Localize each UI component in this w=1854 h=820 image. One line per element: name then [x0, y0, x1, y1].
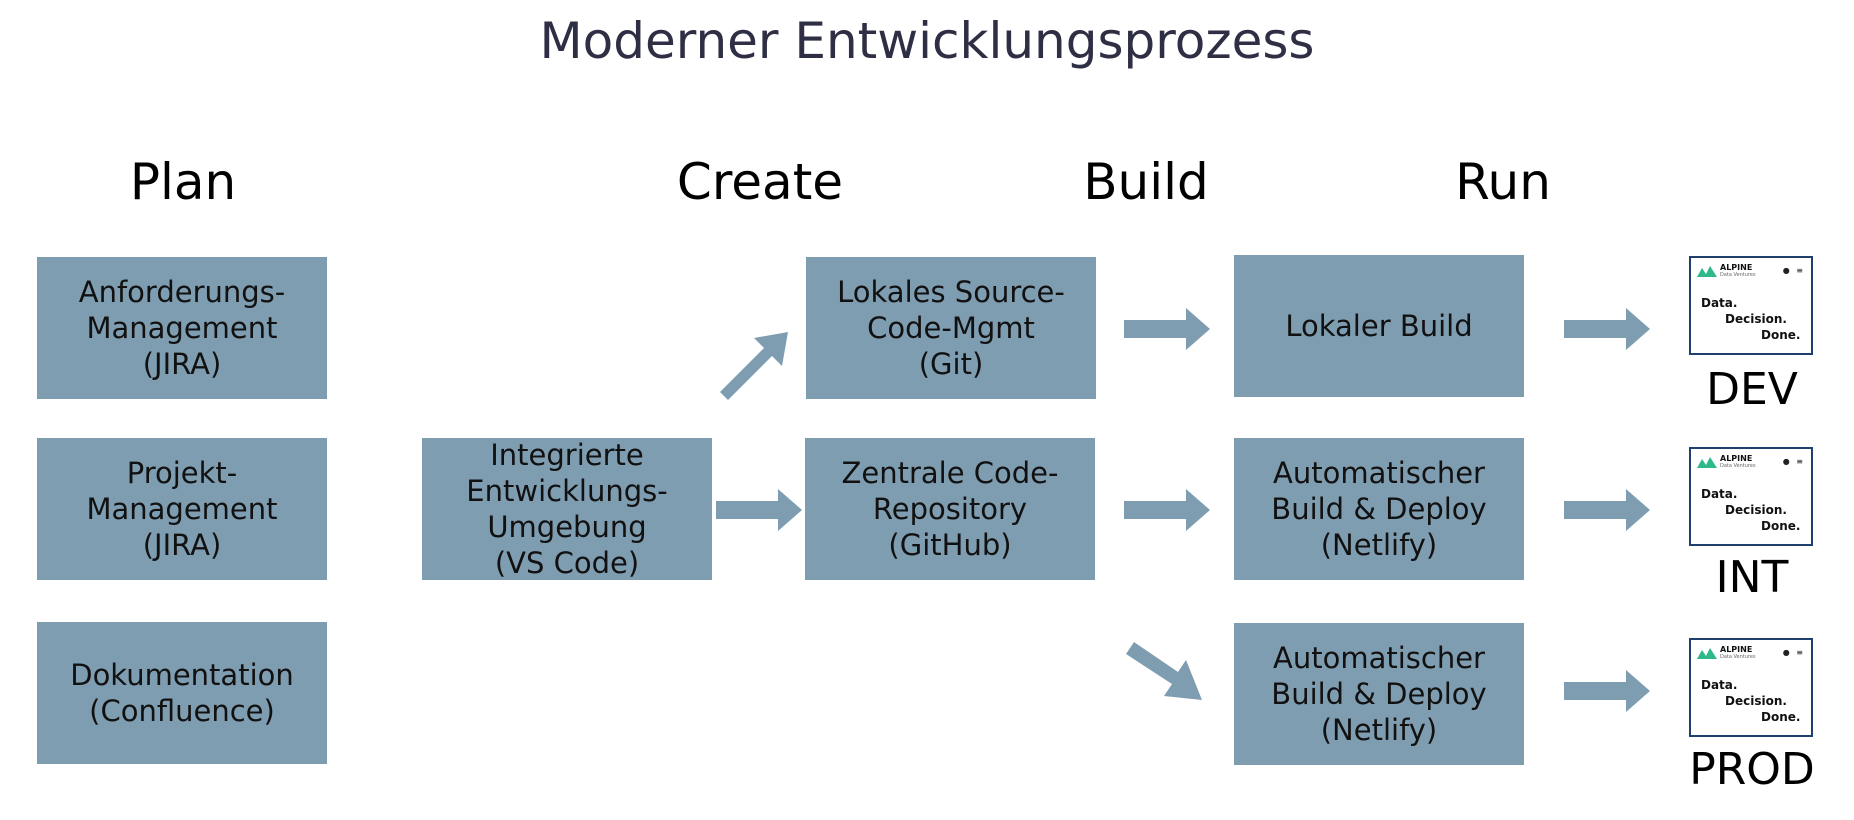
env-brand: ALPINE	[1720, 263, 1753, 272]
env-line-data: Data.	[1701, 678, 1738, 692]
arrow-auto-build-prod-to-prod	[1564, 670, 1650, 712]
env-card-prod: ALPINE Data Ventures ● ≡ Data. Decision.…	[1689, 638, 1813, 737]
arrow-lokales-scm-to-lokaler-build	[1124, 308, 1210, 350]
env-brand: ALPINE	[1720, 454, 1753, 463]
env-label-prod: PROD	[1689, 744, 1815, 795]
box-dokumentation-label: Dokumentation (Confluence)	[70, 658, 294, 728]
box-ide: Integrierte Entwicklungs- Umgebung (VS C…	[422, 438, 712, 580]
box-anforderungs-management: Anforderungs- Management (JIRA)	[37, 257, 327, 399]
env-line-done: Done.	[1761, 519, 1801, 533]
env-line-decision: Decision.	[1725, 312, 1787, 326]
env-brand-sub: Data Ventures	[1720, 654, 1756, 660]
box-anforderungs-management-label: Anforderungs- Management (JIRA)	[78, 275, 286, 381]
box-auto-build-prod-label: Automatischer Build & Deploy (Netlify)	[1271, 641, 1487, 747]
env-line-data: Data.	[1701, 487, 1738, 501]
box-lokales-scm: Lokales Source- Code-Mgmt (Git)	[806, 257, 1096, 399]
box-auto-build-int-label: Automatischer Build & Deploy (Netlify)	[1271, 456, 1487, 562]
alpine-logo: ALPINE Data Ventures	[1697, 264, 1756, 278]
box-ide-label: Integrierte Entwicklungs- Umgebung (VS C…	[466, 438, 668, 580]
env-label-int: INT	[1715, 552, 1789, 603]
env-line-decision: Decision.	[1725, 694, 1787, 708]
box-lokaler-build: Lokaler Build	[1234, 255, 1524, 397]
box-lokales-scm-label: Lokales Source- Code-Mgmt (Git)	[837, 275, 1065, 381]
menu-icon: ● ≡	[1782, 648, 1805, 657]
env-card-dev: ALPINE Data Ventures ● ≡ Data. Decision.…	[1689, 256, 1813, 355]
menu-icon: ● ≡	[1782, 457, 1805, 466]
arrow-zentrale-repo-to-auto-build-prod	[1126, 642, 1202, 700]
alpine-logo: ALPINE Data Ventures	[1697, 455, 1756, 469]
env-brand-sub: Data Ventures	[1720, 463, 1756, 469]
env-card-int: ALPINE Data Ventures ● ≡ Data. Decision.…	[1689, 447, 1813, 546]
env-brand-sub: Data Ventures	[1720, 272, 1756, 278]
arrow-ide-to-lokales-scm	[720, 332, 788, 400]
arrow-auto-build-int-to-int	[1564, 489, 1650, 531]
stage-create: Create	[676, 153, 844, 211]
env-brand: ALPINE	[1720, 645, 1753, 654]
stage-build: Build	[1083, 153, 1209, 211]
mountain-logo-icon	[1697, 457, 1717, 468]
box-projekt-management: Projekt- Management (JIRA)	[37, 438, 327, 580]
env-line-done: Done.	[1761, 710, 1801, 724]
env-line-data: Data.	[1701, 296, 1738, 310]
box-dokumentation: Dokumentation (Confluence)	[37, 622, 327, 764]
arrow-ide-to-zentrale-repo	[716, 489, 802, 531]
box-auto-build-prod: Automatischer Build & Deploy (Netlify)	[1234, 623, 1524, 765]
alpine-logo: ALPINE Data Ventures	[1697, 646, 1756, 660]
stage-plan: Plan	[129, 153, 237, 211]
mountain-logo-icon	[1697, 648, 1717, 659]
box-zentrale-repo: Zentrale Code- Repository (GitHub)	[805, 438, 1095, 580]
arrow-zentrale-repo-to-auto-build-int	[1124, 489, 1210, 531]
box-projekt-management-label: Projekt- Management (JIRA)	[86, 456, 278, 562]
mountain-logo-icon	[1697, 266, 1717, 277]
menu-icon: ● ≡	[1782, 266, 1805, 275]
box-lokaler-build-label: Lokaler Build	[1285, 309, 1473, 343]
env-line-decision: Decision.	[1725, 503, 1787, 517]
arrow-lokaler-build-to-dev	[1564, 308, 1650, 350]
diagram-title: Moderner Entwicklungsprozess	[539, 12, 1315, 70]
env-label-dev: DEV	[1706, 364, 1798, 415]
env-line-done: Done.	[1761, 328, 1801, 342]
box-zentrale-repo-label: Zentrale Code- Repository (GitHub)	[841, 456, 1059, 562]
stage-run: Run	[1455, 153, 1551, 211]
box-auto-build-int: Automatischer Build & Deploy (Netlify)	[1234, 438, 1524, 580]
